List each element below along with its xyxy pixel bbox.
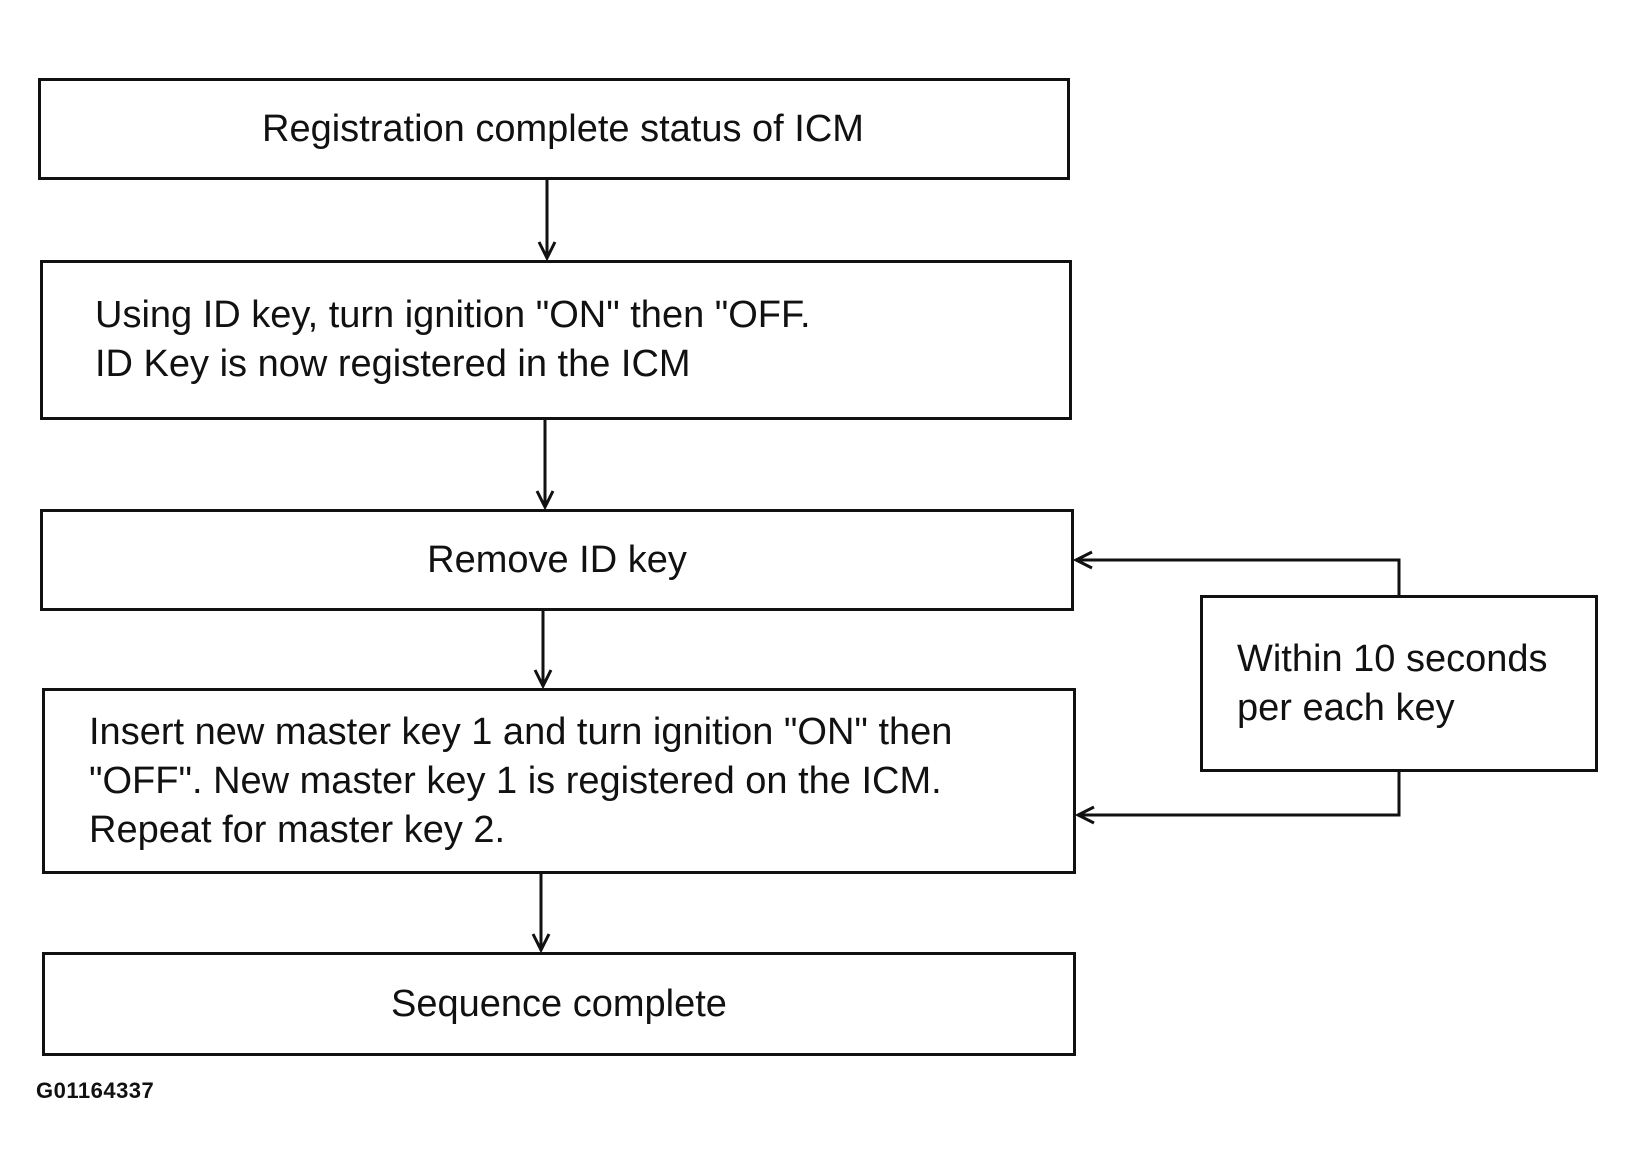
step-box-remove-id-key: Remove ID key	[40, 509, 1074, 611]
step-text: Registration complete status of ICM	[262, 107, 864, 150]
side-note-box-timing: Within 10 seconds per each key	[1200, 595, 1598, 772]
side-note-text: Within 10 seconds per each key	[1237, 637, 1548, 729]
step-box-id-key-ignition: Using ID key, turn ignition "ON" then "O…	[40, 260, 1072, 420]
step-box-sequence-complete: Sequence complete	[42, 952, 1076, 1056]
arrow-note-to-step3	[1076, 560, 1401, 595]
step-text: Insert new master key 1 and turn ignitio…	[89, 710, 953, 851]
step-box-insert-master-key: Insert new master key 1 and turn ignitio…	[42, 688, 1076, 874]
step-text: Sequence complete	[391, 982, 727, 1025]
step-text: Remove ID key	[427, 538, 687, 581]
arrow-note-to-step4	[1078, 772, 1401, 815]
step-box-registration-status: Registration complete status of ICM	[38, 78, 1070, 180]
figure-id-label: G01164337	[36, 1078, 155, 1103]
step-text: Using ID key, turn ignition "ON" then "O…	[95, 294, 811, 385]
